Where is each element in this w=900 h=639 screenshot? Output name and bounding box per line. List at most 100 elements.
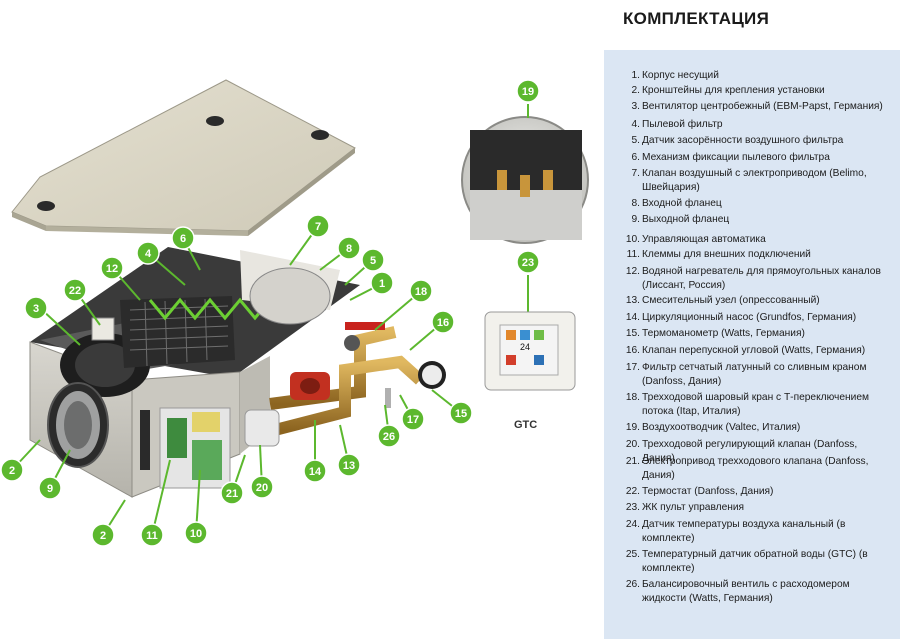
spec-item-text: Воздухоотводчик (Valtec, Италия) [642, 422, 801, 433]
callout-20: 20 [250, 475, 274, 499]
spec-item-number: 18. [625, 392, 640, 403]
callout-4: 4 [136, 241, 160, 265]
callout-number: 8 [346, 243, 352, 255]
spec-item-text: Датчик засорённости воздушного фильтра [642, 135, 844, 146]
callout-number: 26 [383, 431, 395, 443]
callout-number: 19 [522, 86, 534, 98]
callout-number: 6 [180, 233, 186, 245]
spec-item-number: 8. [631, 198, 641, 209]
spec-item-text: Вентилятор центробежный (EBM-Papst, Герм… [642, 101, 883, 112]
callout-7: 7 [306, 214, 330, 238]
spec-item-text: Механизм фиксации пылевого фильтра [642, 152, 830, 163]
panel-reading: 24 [520, 342, 530, 352]
spec-item-number: 21. [625, 456, 640, 467]
spec-item-number: 16. [625, 345, 640, 356]
spec-item-text: Управляющая автоматика [642, 234, 766, 245]
zoom-lcd-panel: 24 [484, 275, 576, 391]
spec-item-text: Электропривод трехходового клапана (Danf… [642, 456, 869, 481]
spec-item-text: Выходной фланец [642, 214, 730, 225]
callout-number: 17 [407, 414, 419, 426]
callout-number: 18 [415, 286, 427, 298]
callout-18: 18 [409, 279, 433, 303]
callout-number: 3 [33, 303, 39, 315]
spec-item-text: Датчик температуры воздуха канальный (в … [642, 519, 846, 544]
callout-10: 10 [184, 521, 208, 545]
spec-item-text: Циркуляционный насос (Grundfos, Германия… [642, 312, 857, 323]
callout-number: 10 [190, 528, 202, 540]
callout-14: 14 [303, 459, 327, 483]
callout-number: 2 [9, 465, 15, 477]
spec-item-number: 4. [631, 119, 641, 130]
spec-item-text: Термоманометр (Watts, Германия) [642, 328, 805, 339]
callout-8: 8 [337, 236, 361, 260]
spec-item-text: Балансировочный вентиль с расходомером ж… [642, 579, 850, 604]
spec-item-number: 15. [625, 328, 640, 339]
callout-23: 23 [516, 250, 540, 274]
zoom-air-vent [461, 116, 589, 244]
spec-item-number: 11. [626, 249, 640, 260]
spec-item-text: Клапан воздушный с электроприводом (Beli… [642, 168, 867, 193]
spec-item-text: Кронштейны для крепления установки [642, 85, 825, 96]
gtc-label: GTC [514, 419, 538, 431]
callout-15: 15 [449, 401, 473, 425]
callout-2: 2 [91, 523, 115, 547]
spec-item-number: 20. [625, 439, 640, 450]
callout-1: 1 [370, 271, 394, 295]
callout-number: 14 [309, 466, 322, 478]
spec-item-text: Фильтр сетчатый латунный со сливным кран… [642, 362, 867, 387]
spec-item-number: 3. [631, 101, 641, 112]
callout-5: 5 [361, 248, 385, 272]
spec-item-text: Клеммы для внешних подключений [642, 249, 811, 260]
callout-17: 17 [401, 407, 425, 431]
spec-item-number: 1. [631, 70, 641, 81]
callout-number: 2 [100, 530, 106, 542]
callout-number: 21 [226, 488, 238, 500]
spec-item-text: ЖК пульт управления [642, 502, 745, 513]
callout-21: 21 [220, 481, 244, 505]
spec-item-number: 26. [625, 579, 640, 590]
spec-item-text: Трехходовой регулирующий клапан (Danfoss… [642, 439, 858, 464]
spec-item-number: 19. [625, 422, 640, 433]
callout-2: 2 [0, 458, 24, 482]
callout-number: 5 [370, 255, 376, 267]
spec-item-number: 13. [625, 295, 640, 306]
spec-item-number: 9. [631, 214, 641, 225]
spec-item-number: 7. [631, 168, 641, 179]
spec-item-number: 2. [631, 85, 641, 96]
spec-item-text: Клапан перепускной угловой (Watts, Герма… [642, 345, 866, 356]
mixing-unit [244, 322, 446, 447]
callout-22: 22 [63, 278, 87, 302]
callout-13: 13 [337, 453, 361, 477]
callout-6: 6 [171, 226, 195, 250]
callout-number: 11 [146, 530, 158, 542]
callout-16: 16 [431, 310, 455, 334]
unit-diagram: 24 1223456789101112131415161718192021222… [0, 79, 589, 547]
callout-number: 1 [379, 278, 385, 290]
spec-item-number: 10. [625, 234, 640, 245]
callout-number: 13 [343, 460, 355, 472]
spec-item-text: Пылевой фильтр [642, 119, 723, 130]
callout-26: 26 [377, 424, 401, 448]
callout-9: 9 [38, 476, 62, 500]
callout-number: 15 [455, 408, 467, 420]
callout-12: 12 [100, 256, 124, 280]
unit-lid [11, 79, 356, 236]
spec-item-number: 12. [625, 266, 640, 277]
callout-number: 16 [437, 317, 449, 329]
spec-item-text: Водяной нагреватель для прямоугольных ка… [642, 266, 881, 291]
spec-item-text: Смесительный узел (опрессованный) [642, 295, 820, 306]
spec-item-number: 5. [631, 135, 641, 146]
callout-3: 3 [24, 296, 48, 320]
spec-item-number: 14. [625, 312, 640, 323]
callout-11: 11 [140, 523, 164, 547]
spec-item-number: 25. [625, 549, 640, 560]
spec-item-number: 6. [631, 152, 641, 163]
spec-item-number: 22. [625, 486, 640, 497]
spec-item-number: 23. [625, 502, 640, 513]
callout-number: 12 [106, 263, 118, 275]
spec-item-text: Температурный датчик обратной воды (GTC)… [642, 549, 868, 574]
callout-number: 9 [47, 483, 53, 495]
spec-item-number: 17. [625, 362, 640, 373]
